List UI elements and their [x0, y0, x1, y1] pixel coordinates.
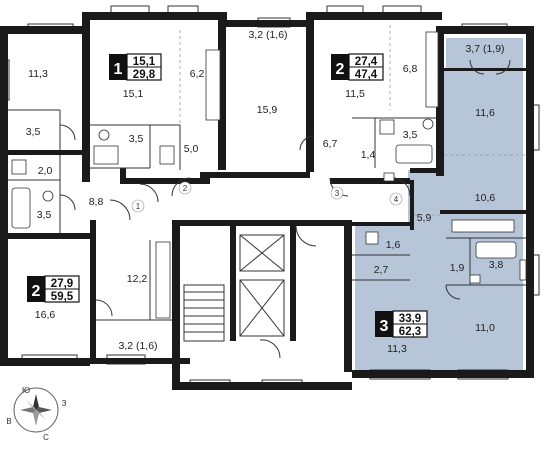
- compass-east-label: В: [6, 417, 11, 426]
- door-number: 2: [183, 184, 188, 193]
- room-area: 3,5: [403, 129, 418, 141]
- apartment-badge-c[interactable]: 2 27,9 59,5: [27, 275, 80, 303]
- room-area: 1,6: [386, 239, 401, 251]
- toilet-icon: [365, 231, 379, 245]
- room-labels: 11,3 3,5 2,0 3,5 8,8 16,6 12,2 3,2 (1,6)…: [26, 29, 505, 355]
- room-area: 6,8: [403, 63, 418, 75]
- room-area: 10,6: [475, 192, 496, 204]
- radiator-icon: [519, 259, 527, 281]
- room-area: 3,8: [489, 259, 504, 271]
- room-area: 11,5: [345, 88, 365, 100]
- room-area: 3,5: [26, 126, 41, 138]
- svg-text:62,3: 62,3: [399, 326, 421, 338]
- svg-text:47,4: 47,4: [355, 69, 378, 81]
- washer-icon: [422, 118, 434, 130]
- highlighted-apartment[interactable]: [355, 38, 523, 370]
- room-area: 3,2 (1,6): [248, 29, 287, 41]
- compass-rose: Ю З В С: [6, 386, 66, 442]
- room-area: 5,9: [417, 212, 432, 224]
- door-number: 1: [136, 202, 141, 211]
- room-area: 15,9: [257, 104, 278, 116]
- room-area: 5,0: [184, 143, 199, 155]
- toilet-icon: [159, 145, 175, 165]
- kitchen-counter-icon: [205, 49, 221, 121]
- room-area: 3,2 (1,6): [118, 340, 157, 352]
- svg-text:3: 3: [380, 318, 389, 335]
- door-number: 4: [394, 195, 399, 204]
- compass-south-label: Ю: [22, 386, 30, 395]
- apartment-badge-b[interactable]: 2 27,4 47,4: [331, 53, 384, 81]
- room-area: 11,6: [475, 107, 495, 119]
- room-area: 1,9: [450, 262, 465, 274]
- walls: [0, 12, 534, 390]
- toilet-icon: [379, 119, 395, 135]
- bathtub-icon: [93, 145, 119, 165]
- svg-text:29,8: 29,8: [133, 69, 156, 81]
- toilet-icon: [11, 159, 27, 175]
- room-area: 3,5: [37, 209, 52, 221]
- apartment-badge-d[interactable]: 3 33,9 62,3: [375, 310, 428, 338]
- svg-text:1: 1: [114, 61, 123, 78]
- room-area: 3,5: [129, 133, 144, 145]
- svg-text:2: 2: [32, 283, 41, 300]
- kitchen-counter-icon: [425, 31, 439, 108]
- room-area: 6,2: [190, 68, 205, 80]
- bathtub-icon: [395, 144, 433, 164]
- svg-text:2: 2: [336, 61, 345, 78]
- room-area: 2,0: [38, 165, 53, 177]
- compass-north-label: С: [43, 433, 49, 442]
- room-area: 3,7 (1,9): [465, 43, 504, 55]
- washer-icon: [98, 129, 110, 141]
- room-area: 11,3: [387, 343, 407, 355]
- sink-icon: [383, 172, 395, 182]
- svg-text:27,9: 27,9: [51, 278, 73, 290]
- kitchen-counter-icon: [451, 219, 515, 233]
- room-area: 11,3: [28, 68, 48, 80]
- interior-lines: [8, 25, 526, 342]
- room-area: 2,7: [374, 264, 389, 276]
- door-number: 3: [335, 189, 340, 198]
- bathtub-icon: [11, 187, 31, 229]
- room-area: 16,6: [35, 309, 56, 321]
- svg-text:27,4: 27,4: [355, 56, 378, 68]
- room-area: 8,8: [89, 196, 104, 208]
- room-area: 15,1: [123, 88, 144, 100]
- svg-text:59,5: 59,5: [51, 291, 74, 303]
- svg-text:33,9: 33,9: [399, 313, 421, 325]
- room-area: 11,0: [475, 322, 495, 334]
- room-area: 1,4: [361, 149, 376, 161]
- washer-icon: [42, 190, 54, 202]
- compass-needle-icon: [20, 394, 52, 426]
- svg-text:15,1: 15,1: [133, 56, 156, 68]
- room-area: 6,7: [323, 138, 338, 150]
- sink-icon: [469, 274, 481, 284]
- door-numbers: 1 2 3 4: [131, 181, 403, 213]
- room-area: 12,2: [127, 273, 148, 285]
- kitchen-counter-icon: [155, 241, 171, 319]
- compass-west-label: З: [62, 399, 67, 408]
- fixtures: [11, 31, 527, 319]
- bathtub-icon: [475, 241, 517, 259]
- apartment-badge-a[interactable]: 1 15,1 29,8: [109, 53, 162, 81]
